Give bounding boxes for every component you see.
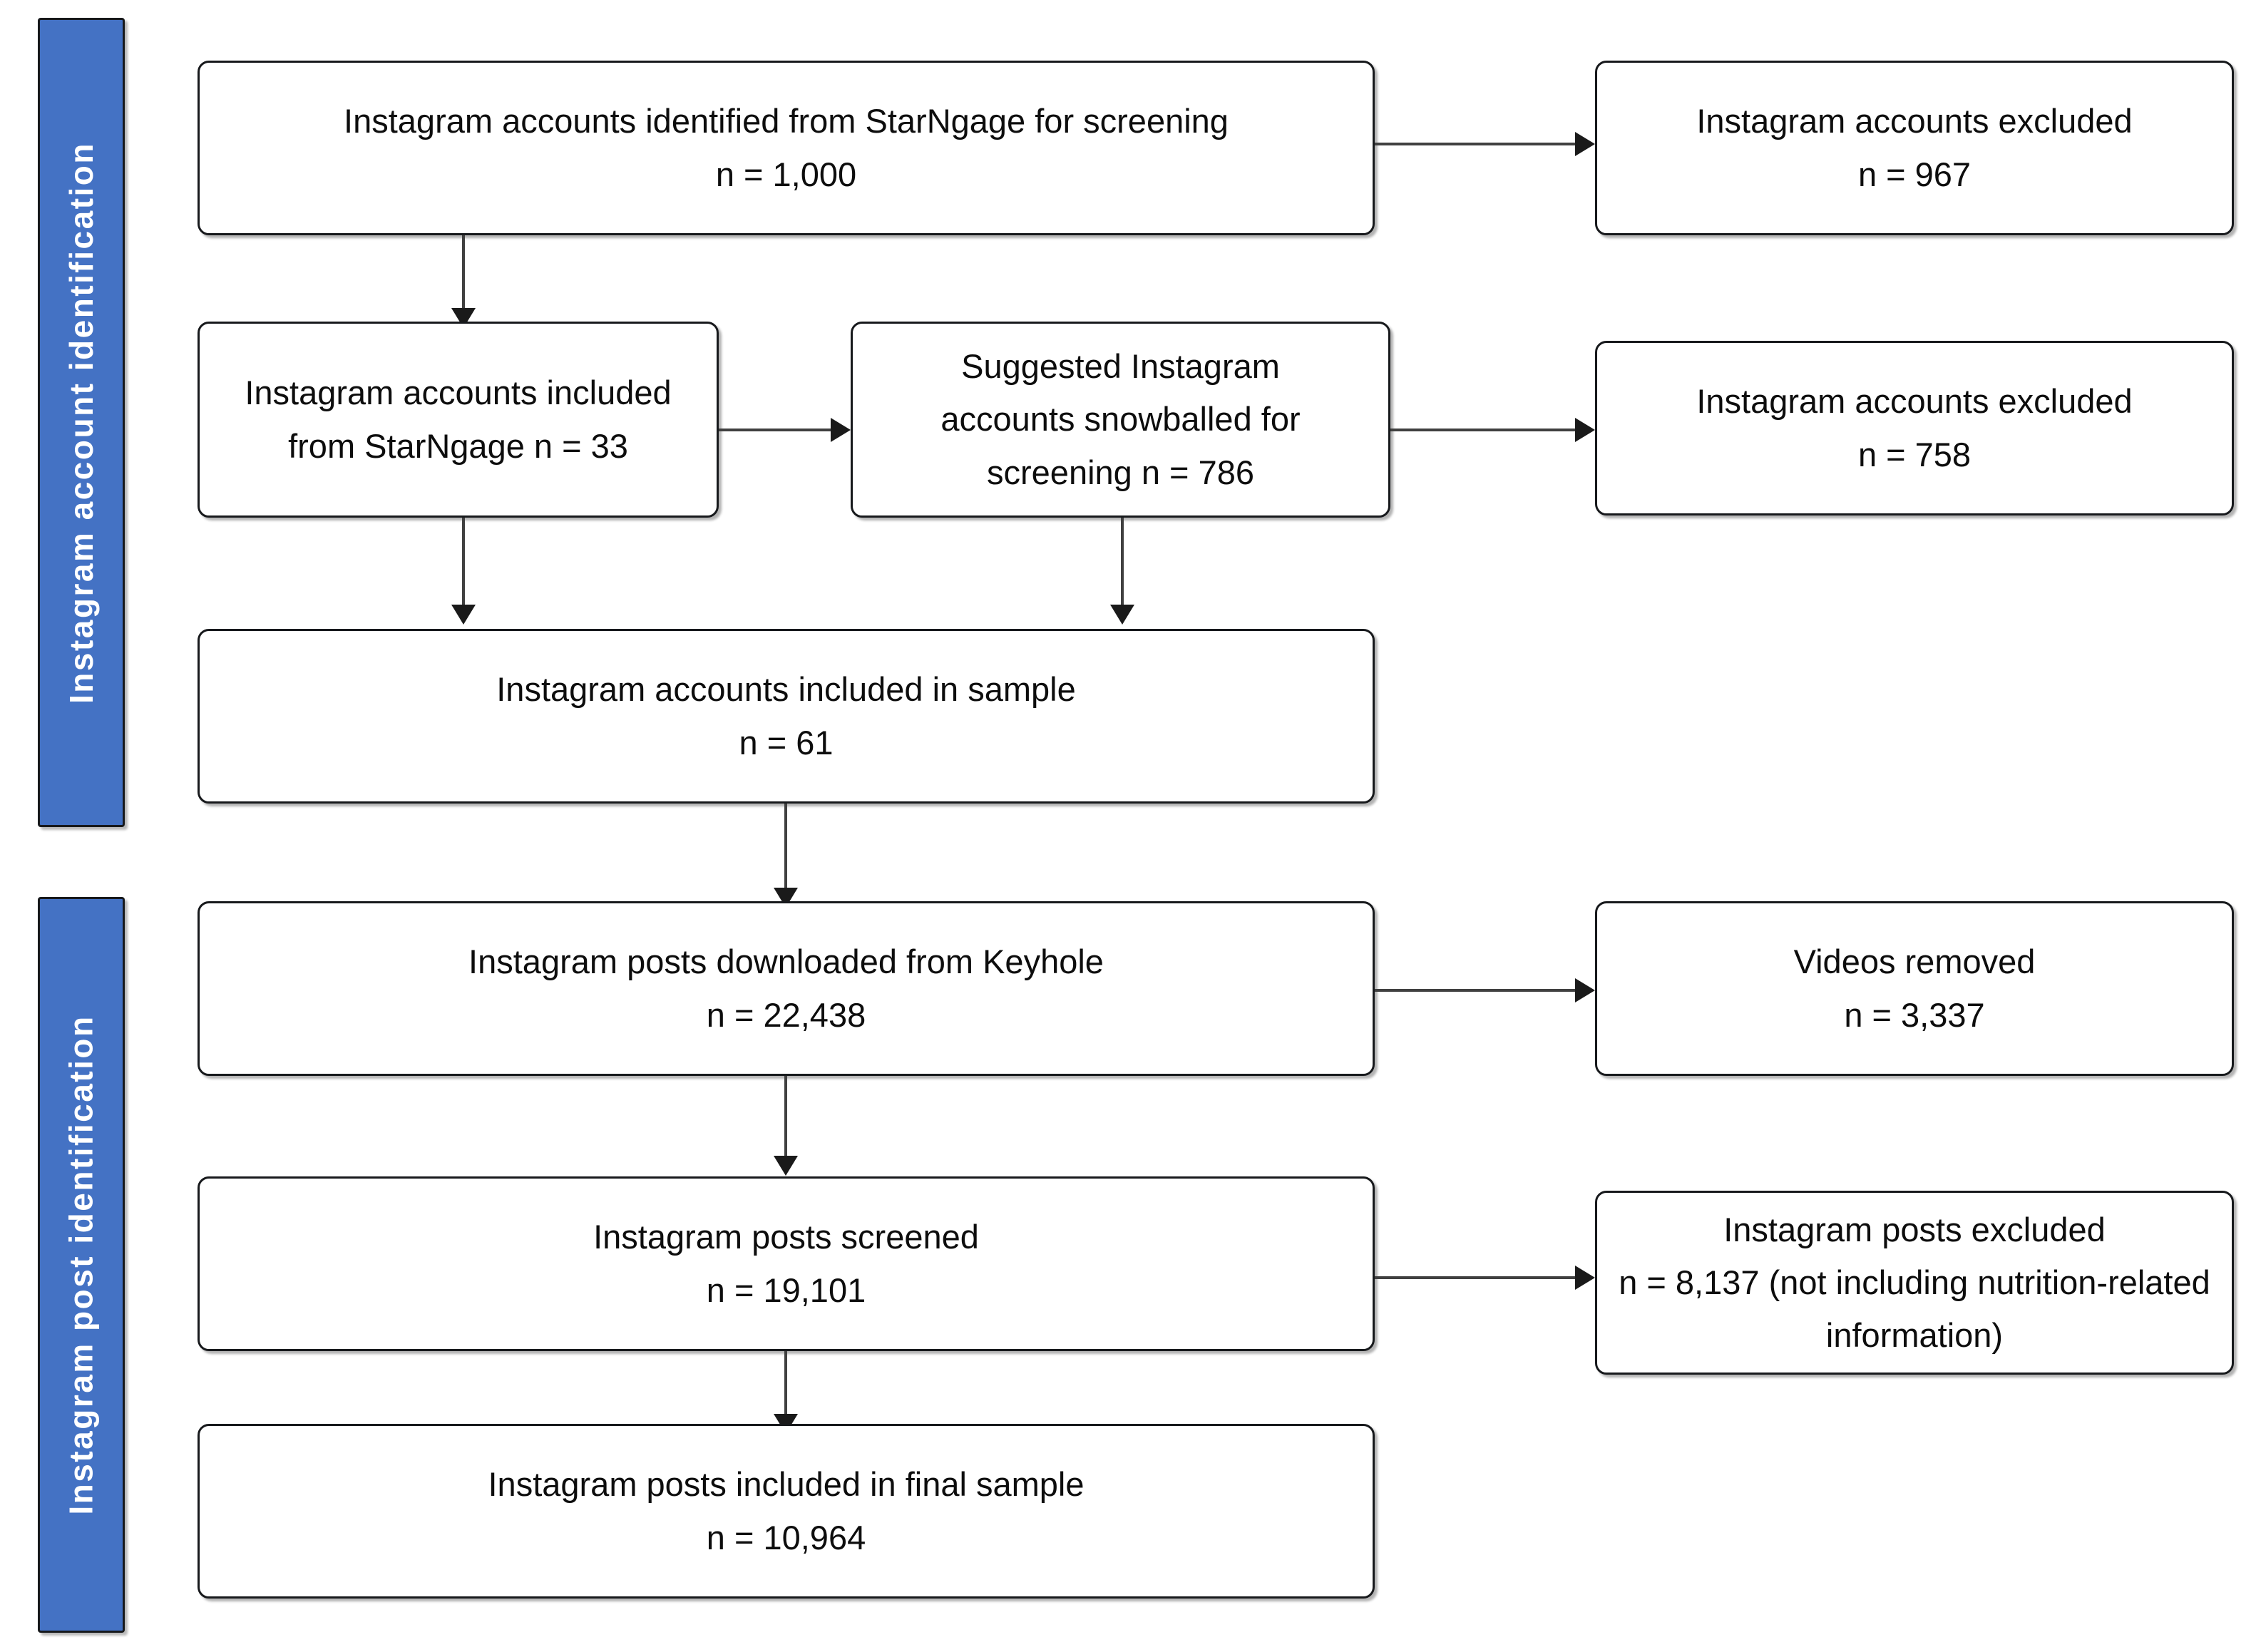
phase-bar-post-identification: Instagram post identification	[38, 897, 125, 1633]
arrowhead-downloaded-to-screened	[774, 1156, 798, 1176]
node-accounts-snowballed-line3: screening n = 786	[987, 453, 1254, 491]
connector-included33-to-sample	[462, 518, 465, 612]
connector-snowballed-to-sample	[1121, 518, 1124, 612]
connector-identified-to-excluded967	[1375, 143, 1575, 145]
node-posts-final-sample-line1: Instagram posts included in final sample	[488, 1465, 1085, 1504]
node-accounts-snowballed-line2: accounts snowballed for	[940, 400, 1301, 438]
node-videos-removed-line2: n = 3,337	[1844, 995, 1985, 1034]
node-posts-screened: Instagram posts screened n = 19,101	[198, 1176, 1375, 1351]
node-accounts-excluded-758-line2: n = 758	[1857, 435, 1972, 473]
node-videos-removed-line1: Videos removed	[1793, 943, 2036, 981]
node-posts-final-sample-line2: n = 10,964	[706, 1518, 866, 1556]
arrowhead-identified-to-excluded967	[1575, 132, 1595, 156]
connector-included33-to-snowballed	[719, 429, 831, 431]
arrowhead-downloaded-to-videos-removed	[1575, 978, 1595, 1002]
node-videos-removed: Videos removed n = 3,337	[1595, 901, 2234, 1076]
arrowhead-included33-to-sample	[451, 605, 476, 625]
node-posts-excluded: Instagram posts excluded n = 8,137 (not …	[1595, 1191, 2234, 1375]
node-accounts-excluded-967: Instagram accounts excluded n = 967	[1595, 61, 2234, 235]
node-accounts-included-starngage-line1: Instagram accounts included	[245, 374, 672, 412]
arrowhead-snowballed-to-sample	[1110, 605, 1134, 625]
node-accounts-included-starngage-line2: from StarNgage n = 33	[288, 426, 628, 465]
node-accounts-excluded-967-line2: n = 967	[1857, 155, 1972, 193]
node-posts-downloaded-line1: Instagram posts downloaded from Keyhole	[468, 943, 1104, 981]
node-accounts-identified: Instagram accounts identified from StarN…	[198, 61, 1375, 235]
node-accounts-snowballed-line1: Suggested Instagram	[961, 347, 1280, 386]
connector-snowballed-to-excluded758	[1390, 429, 1575, 431]
node-posts-screened-line2: n = 19,101	[706, 1271, 866, 1309]
arrowhead-screened-to-posts-excluded	[1575, 1266, 1595, 1290]
node-posts-final-sample: Instagram posts included in final sample…	[198, 1424, 1375, 1599]
connector-screened-to-posts-excluded	[1375, 1276, 1575, 1279]
node-accounts-in-sample-line2: n = 61	[739, 723, 834, 761]
node-accounts-excluded-758-line1: Instagram accounts excluded	[1696, 382, 2133, 421]
node-accounts-excluded-967-line1: Instagram accounts excluded	[1696, 102, 2133, 140]
connector-sample-to-posts-downloaded	[784, 804, 787, 895]
connector-identified-to-included33	[462, 235, 465, 315]
node-accounts-identified-line2: n = 1,000	[715, 155, 857, 193]
node-accounts-included-starngage: Instagram accounts included from StarNga…	[198, 322, 719, 518]
phase-bar-label-post-identification: Instagram post identification	[63, 1015, 101, 1515]
phase-bar-label-account-identification: Instagram account identification	[63, 141, 100, 704]
arrowhead-snowballed-to-excluded758	[1575, 418, 1595, 442]
node-accounts-snowballed: Suggested Instagram accounts snowballed …	[851, 322, 1390, 518]
node-accounts-in-sample-line1: Instagram accounts included in sample	[496, 670, 1076, 709]
node-posts-downloaded: Instagram posts downloaded from Keyhole …	[198, 901, 1375, 1076]
node-accounts-in-sample: Instagram accounts included in sample n …	[198, 629, 1375, 804]
node-posts-downloaded-line2: n = 22,438	[706, 995, 866, 1034]
connector-downloaded-to-videos-removed	[1375, 989, 1575, 992]
node-accounts-excluded-758: Instagram accounts excluded n = 758	[1595, 341, 2234, 515]
node-posts-screened-line1: Instagram posts screened	[593, 1218, 979, 1256]
node-accounts-identified-line1: Instagram accounts identified from StarN…	[344, 102, 1229, 140]
connector-screened-to-final	[784, 1351, 787, 1421]
connector-downloaded-to-screened	[784, 1076, 787, 1163]
phase-bar-account-identification: Instagram account identification	[38, 18, 125, 827]
node-posts-excluded-line1: Instagram posts excluded	[1723, 1210, 2106, 1248]
arrowhead-included33-to-snowballed	[831, 418, 851, 442]
node-posts-excluded-line2: n = 8,137 (not including nutrition-relat…	[1619, 1263, 2210, 1355]
